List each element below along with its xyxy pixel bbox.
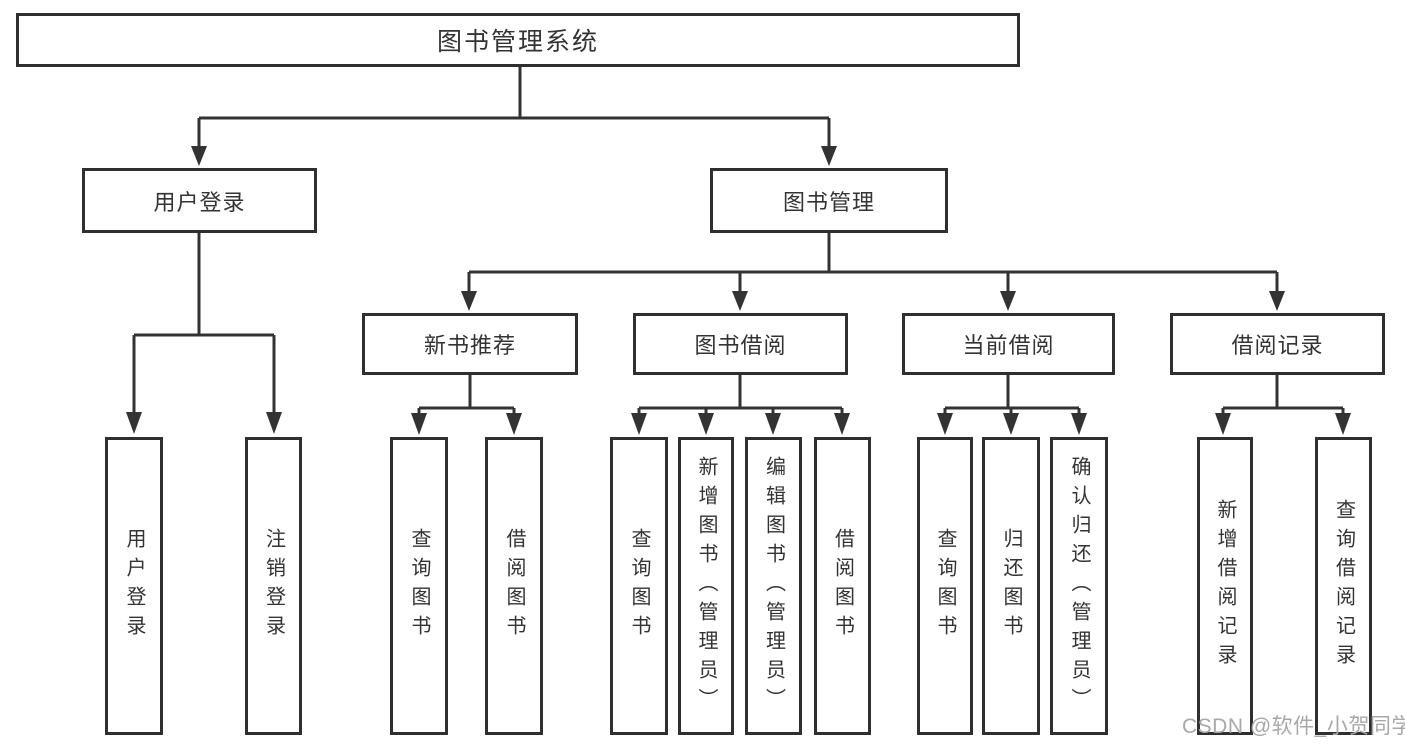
- leaf-newbook-query-book: 查询图书: [390, 437, 448, 735]
- csdn-watermark: CSDN @软件_小贺同学: [1182, 715, 1405, 738]
- leaf-current-query-book: 查询图书: [917, 437, 973, 735]
- node-user-login: 用户登录: [82, 168, 317, 233]
- leaf-user-login: 用户登录: [105, 437, 163, 735]
- leaf-borrow-edit-book-admin: 编辑图书（管理员）: [745, 437, 802, 735]
- node-book-borrowing: 图书借阅: [633, 313, 848, 375]
- leaf-borrow-query-book: 查询图书: [610, 437, 668, 735]
- leaf-borrow-borrow-book: 借阅图书: [814, 437, 871, 735]
- node-current-borrowing: 当前借阅: [902, 313, 1115, 375]
- leaf-records-add-record: 新增借阅记录: [1197, 437, 1253, 735]
- node-root-library-system: 图书管理系统: [16, 13, 1020, 67]
- node-new-book-recommend: 新书推荐: [362, 313, 578, 375]
- leaf-current-return-book: 归还图书: [982, 437, 1040, 735]
- leaf-borrow-add-book-admin: 新增图书（管理员）: [678, 437, 734, 735]
- node-book-management: 图书管理: [710, 168, 948, 233]
- node-borrowing-records: 借阅记录: [1170, 313, 1385, 375]
- leaf-newbook-borrow-book: 借阅图书: [485, 437, 543, 735]
- arrowhead-icons: [126, 146, 1351, 435]
- leaf-current-confirm-return-admin: 确认归还（管理员）: [1050, 437, 1108, 735]
- leaf-logout: 注销登录: [245, 437, 302, 735]
- leaf-records-query-record: 查询借阅记录: [1315, 437, 1372, 735]
